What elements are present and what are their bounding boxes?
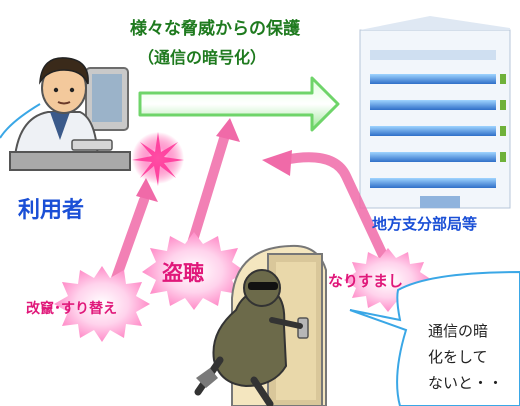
office-label: 地方支分部局等 [372, 215, 478, 233]
office-building-icon [359, 16, 511, 209]
speech-bubble-line: ないと・・ [428, 374, 504, 392]
user-label: 利用者 [18, 198, 85, 223]
threat-eavesdrop-label: 盗聴 [162, 261, 204, 285]
diagram-title: 様々な脅威からの保護 [130, 19, 300, 39]
diagram-subtitle: （通信の暗号化） [138, 48, 267, 67]
protection-arrow [138, 76, 340, 132]
threat-impersonation-label: なりすまし [328, 272, 404, 290]
speech-bubble-line: 化をして [428, 348, 488, 366]
intruder-at-door-icon [194, 244, 327, 406]
intercept-spark-icon [132, 132, 184, 186]
user-at-computer-icon [0, 57, 131, 171]
speech-bubble [349, 270, 520, 406]
speech-bubble-line: 通信の暗 [428, 322, 489, 340]
speech-bubble-text: 通信の暗 化をして ないと・・ [428, 318, 503, 396]
threat-tampering-label: 改竄･すり替え [26, 301, 117, 317]
